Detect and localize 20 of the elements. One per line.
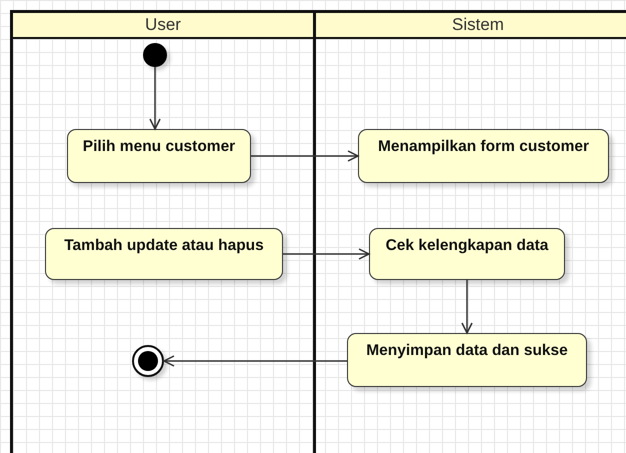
end-node (132, 345, 164, 377)
action-box (347, 333, 587, 387)
swimlane (10, 10, 316, 453)
arrow (251, 150, 359, 162)
lane-title: User (145, 15, 181, 35)
action-box (369, 228, 565, 280)
arrow (163, 355, 347, 367)
action-box (358, 129, 609, 183)
action-text: Menampilkan form customer (378, 138, 590, 156)
arrow (149, 67, 161, 130)
start-node (143, 43, 167, 67)
action-box (67, 129, 251, 183)
action-text: Cek kelengkapan data (386, 237, 548, 255)
action-box (45, 228, 283, 280)
arrow (461, 280, 473, 334)
arrow (283, 248, 370, 260)
action-text: Menyimpan data dan sukse (366, 342, 568, 360)
action-text: Pilih menu customer (82, 138, 236, 156)
lane-title: Sistem (452, 15, 504, 35)
action-text: Tambah update atau hapus (64, 237, 264, 255)
